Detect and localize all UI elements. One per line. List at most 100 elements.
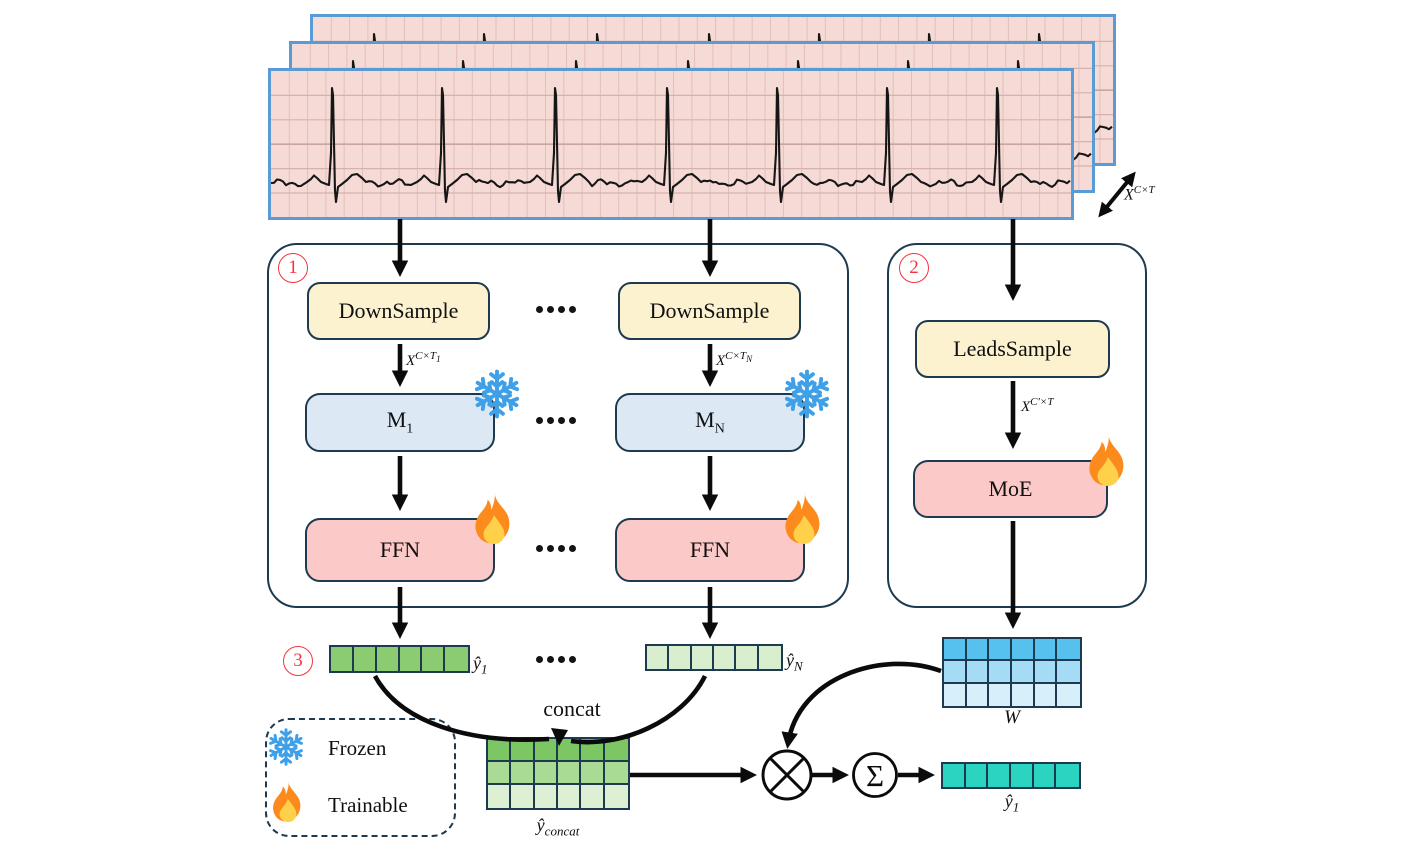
curve-w-to-multiply <box>781 661 942 749</box>
moe-box: MoE <box>913 460 1108 518</box>
y-concat-label: ŷconcat <box>536 815 580 839</box>
ffn-n-box: FFN <box>615 518 805 582</box>
matrix-cell <box>943 764 966 787</box>
sigma-sum-icon: Σ <box>852 752 898 798</box>
matrix-cell <box>534 739 558 762</box>
badge-1: 1 <box>278 253 308 283</box>
matrix-cell <box>966 639 990 662</box>
matrix-cell <box>1011 639 1035 662</box>
matrix-cell <box>511 762 535 785</box>
matrix-cell <box>445 647 468 671</box>
matrix-cell <box>647 646 670 669</box>
downsample-n-box: DownSample <box>618 282 801 340</box>
circle-times-icon <box>761 749 813 801</box>
matrix-cell <box>1011 683 1035 706</box>
matrix-cell <box>604 785 628 808</box>
matrix-cell <box>1057 683 1080 706</box>
snowflake-icon <box>781 368 833 420</box>
yn-vector <box>645 644 783 671</box>
fire-icon <box>469 491 519 547</box>
legend-box <box>265 718 456 837</box>
matrix-cell <box>1057 661 1080 684</box>
fire-icon <box>270 779 306 825</box>
legend-trainable-label: Trainable <box>328 793 408 817</box>
matrix-cell <box>488 739 512 762</box>
ellipsis-dots <box>536 656 576 663</box>
yn-vector-label: ŷN <box>786 650 803 674</box>
matrix-cell <box>604 739 628 762</box>
module-2-container <box>887 243 1147 608</box>
matrix-cell <box>691 646 714 669</box>
ellipsis-dots <box>536 417 576 424</box>
matrix-cell <box>488 762 512 785</box>
matrix-cell <box>966 683 990 706</box>
matrix-cell <box>1056 764 1079 787</box>
matrix-cell <box>1011 661 1035 684</box>
matrix-cell <box>558 739 582 762</box>
model-1-label: M1 <box>386 407 414 437</box>
matrix-cell <box>1034 639 1058 662</box>
matrix-cell <box>581 785 605 808</box>
matrix-cell <box>944 639 967 662</box>
model-1-box: M1 <box>305 393 495 452</box>
badge-3-number: 3 <box>293 650 303 671</box>
badge-1-number: 1 <box>288 257 298 278</box>
fire-icon <box>779 491 829 547</box>
matrix-cell <box>422 647 446 671</box>
matrix-cell <box>966 661 990 684</box>
matrix-cell <box>944 661 967 684</box>
matrix-cell <box>989 639 1012 662</box>
matrix-cell <box>399 647 423 671</box>
leadssample-box: LeadsSample <box>915 320 1110 378</box>
matrix-cell <box>331 647 354 671</box>
ellipsis-dots <box>536 306 576 313</box>
matrix-cell <box>989 661 1012 684</box>
snowflake-icon <box>266 727 306 767</box>
matrix-cell <box>581 762 605 785</box>
snowflake-icon <box>471 368 523 420</box>
fire-icon <box>1083 433 1133 489</box>
output-vector-label: ŷ1 <box>1004 791 1020 815</box>
w-matrix <box>942 637 1082 708</box>
y1-vector <box>329 645 470 673</box>
badge-2-number: 2 <box>909 257 919 278</box>
ellipsis-dots <box>536 545 576 552</box>
matrix-cell <box>758 646 781 669</box>
matrix-cell <box>988 764 1011 787</box>
matrix-cell <box>558 785 582 808</box>
y1-vector-label: ŷ1 <box>473 653 488 677</box>
matrix-cell <box>1034 661 1058 684</box>
module-1-container <box>267 243 849 608</box>
w-matrix-label: W <box>1004 707 1020 728</box>
tensor-label-xct1: XC×T1 <box>406 350 441 369</box>
y-concat-matrix <box>486 737 630 810</box>
matrix-cell <box>376 647 400 671</box>
matrix-cell <box>1057 639 1080 662</box>
matrix-cell <box>534 762 558 785</box>
concat-label: concat <box>543 696 601 721</box>
tensor-label-xct: XC×T <box>1124 184 1155 204</box>
matrix-cell <box>714 646 737 669</box>
matrix-cell <box>511 785 535 808</box>
ecg-strip-front <box>268 68 1074 220</box>
matrix-cell <box>736 646 759 669</box>
matrix-cell <box>353 647 377 671</box>
badge-2: 2 <box>899 253 929 283</box>
matrix-cell <box>534 785 558 808</box>
badge-3: 3 <box>283 646 313 676</box>
matrix-cell <box>1010 764 1034 787</box>
matrix-cell <box>511 739 535 762</box>
sigma-symbol: Σ <box>866 758 884 793</box>
tensor-label-xcprimet: XC′×T <box>1021 396 1054 415</box>
output-vector <box>941 762 1081 789</box>
downsample-1-box: DownSample <box>307 282 490 340</box>
matrix-cell <box>1033 764 1057 787</box>
model-n-label: MN <box>695 407 725 437</box>
legend-frozen-label: Frozen <box>328 736 387 760</box>
matrix-cell <box>965 764 989 787</box>
matrix-cell <box>669 646 692 669</box>
matrix-cell <box>558 762 582 785</box>
matrix-cell <box>1034 683 1058 706</box>
matrix-cell <box>989 683 1012 706</box>
